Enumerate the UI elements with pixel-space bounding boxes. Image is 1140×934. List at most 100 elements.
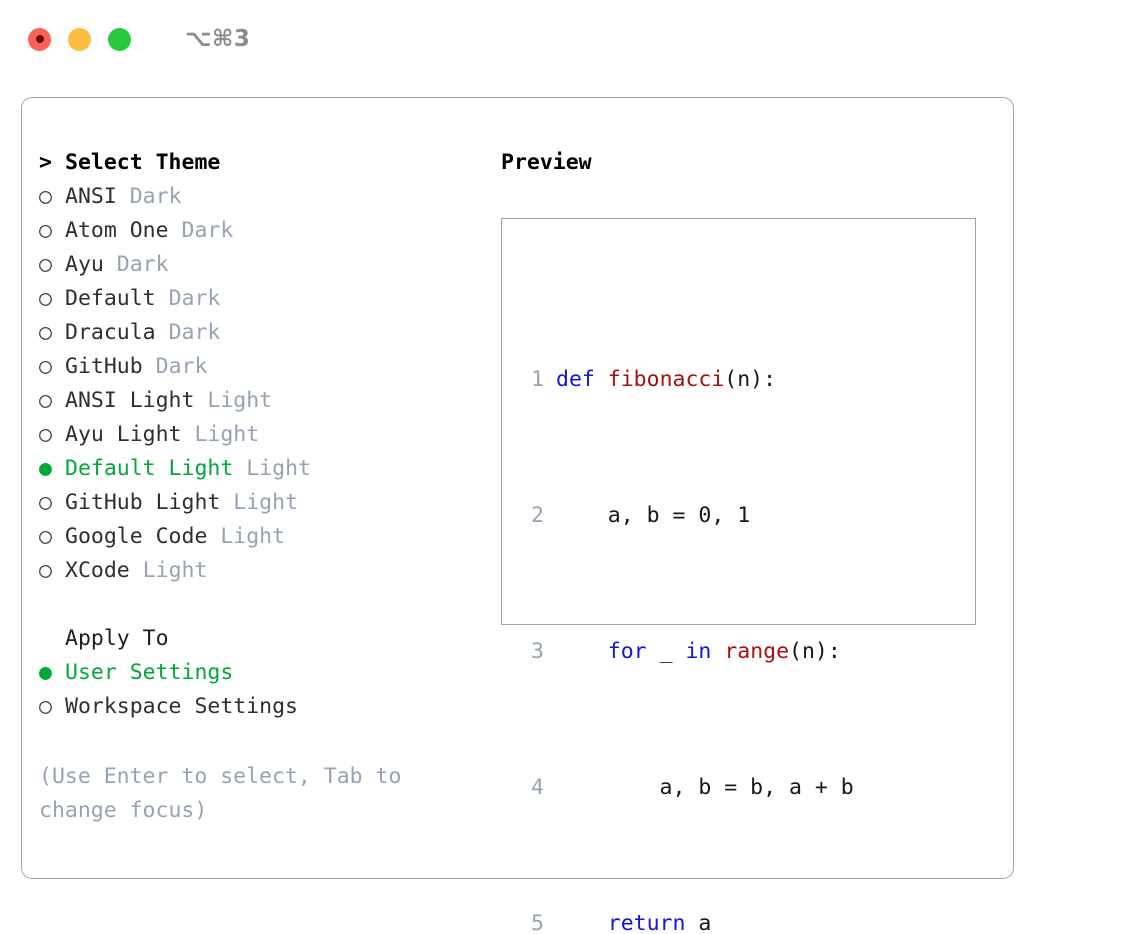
radio-unselected-icon[interactable]: ○ [39, 320, 52, 345]
theme-mode-badge: Light [220, 524, 286, 549]
theme-selection-column: > Select Theme ○ ANSI Dark ○ Atom One Dark … [39, 146, 479, 724]
window-titlebar: ⌥⌘3 [0, 0, 1140, 78]
radio-selected-icon[interactable]: ● [39, 456, 52, 481]
theme-label: ANSI Light [65, 388, 195, 413]
radio-unselected-icon[interactable]: ○ [39, 694, 52, 719]
radio-unselected-icon[interactable]: ○ [39, 286, 52, 311]
theme-item-ansi-light[interactable]: ○ ANSI Light Light [39, 384, 479, 418]
theme-item-xcode[interactable]: ○ XCode Light [39, 554, 479, 588]
code-token: in [685, 639, 712, 664]
theme-label: GitHub Light [65, 490, 221, 515]
apply-to-item-workspace-settings[interactable]: ○ Workspace Settings [39, 690, 479, 724]
code-token: (n): [789, 639, 841, 664]
radio-unselected-icon[interactable]: ○ [39, 490, 52, 515]
code-line: 4 a, b = b, a + b [518, 771, 880, 805]
radio-selected-icon[interactable]: ● [39, 660, 52, 685]
radio-unselected-icon[interactable]: ○ [39, 524, 52, 549]
code-token: fibonacci [607, 367, 725, 392]
code-token [556, 911, 608, 934]
apply-to-label: Workspace Settings [65, 694, 298, 719]
maximize-button[interactable] [108, 27, 131, 51]
keyboard-hint-text: (Use Enter to select, Tab to change focu… [39, 764, 402, 823]
line-number: 2 [531, 503, 544, 528]
line-number: 5 [531, 911, 544, 934]
code-token: a, b = b, a + b [556, 775, 854, 800]
theme-label: Atom One [65, 218, 169, 243]
code-token: _ [646, 639, 686, 664]
line-number: 1 [531, 367, 544, 392]
list-spacer [39, 588, 479, 622]
theme-item-atom-one-dark[interactable]: ○ Atom One Dark [39, 214, 479, 248]
theme-item-dracula-dark[interactable]: ○ Dracula Dark [39, 316, 479, 350]
code-token: return [607, 911, 686, 934]
apply-to-header-label: Apply To [65, 626, 169, 651]
preview-title: Preview [501, 150, 592, 175]
radio-unselected-icon[interactable]: ○ [39, 252, 52, 277]
code-token: def [556, 367, 595, 392]
code-token [595, 367, 608, 392]
theme-label: Default [65, 286, 156, 311]
code-token: a [685, 911, 712, 934]
theme-item-default-light[interactable]: ● Default Light Light [39, 452, 479, 486]
theme-mode-badge: Light [142, 558, 208, 583]
radio-unselected-icon[interactable]: ○ [39, 218, 52, 243]
code-line: 1 def fibonacci(n): [518, 363, 880, 397]
theme-mode-badge: Dark [168, 320, 221, 345]
theme-mode-badge: Dark [116, 252, 169, 277]
main-panel: > Select Theme ○ ANSI Dark ○ Atom One Dark … [21, 97, 1014, 934]
code-token: for [607, 639, 647, 664]
select-theme-header-label: Select Theme [65, 150, 221, 175]
theme-mode-badge: Light [207, 388, 273, 413]
keyboard-shortcut-label: ⌥⌘3 [185, 26, 251, 52]
code-token: a, b = 0, 1 [556, 503, 751, 528]
theme-mode-badge: Dark [155, 354, 208, 379]
radio-unselected-icon[interactable]: ○ [39, 184, 52, 209]
theme-label: ANSI [65, 184, 117, 209]
apply-to-header: ○Apply To [39, 622, 479, 656]
theme-item-default-dark[interactable]: ○ Default Dark [39, 282, 479, 316]
code-token: range [724, 639, 790, 664]
traffic-lights [28, 27, 131, 51]
close-button[interactable] [28, 27, 51, 51]
theme-label: Default Light [65, 456, 234, 481]
apply-to-group: ○Apply To ●User Settings ○Workspace Sett… [39, 622, 479, 724]
theme-item-github-dark[interactable]: ○ GitHub Dark [39, 350, 479, 384]
theme-mode-badge: Dark [168, 286, 221, 311]
radio-unselected-icon[interactable]: ○ [39, 354, 52, 379]
code-line: 5 return a [518, 907, 880, 934]
apply-to-item-user-settings[interactable]: ● User Settings [39, 656, 479, 690]
apply-to-header-indent: ○ [39, 622, 65, 656]
code-token [556, 639, 608, 664]
theme-label: XCode [65, 558, 130, 583]
code-token: (n): [724, 367, 777, 392]
theme-mode-badge: Light [194, 422, 260, 447]
theme-item-ansi-dark[interactable]: ○ ANSI Dark [39, 180, 479, 214]
minimize-button[interactable] [68, 27, 91, 51]
line-number: 3 [531, 639, 544, 664]
theme-mode-badge: Dark [181, 218, 234, 243]
prompt-caret-icon: > [39, 150, 52, 175]
line-number: 4 [531, 775, 544, 800]
select-theme-header: > Select Theme [39, 146, 479, 180]
theme-item-ayu-light[interactable]: ○ Ayu Light Light [39, 418, 479, 452]
theme-label: Dracula [65, 320, 156, 345]
radio-unselected-icon[interactable]: ○ [39, 388, 52, 413]
code-line: 2 a, b = 0, 1 [518, 499, 880, 533]
theme-label: Ayu Light [65, 422, 182, 447]
theme-label: Google Code [65, 524, 208, 549]
radio-unselected-icon[interactable]: ○ [39, 558, 52, 583]
theme-label: Ayu [65, 252, 104, 277]
theme-item-github-light[interactable]: ○GitHub Light Light [39, 486, 479, 520]
theme-item-google-code[interactable]: ○ Google Code Light [39, 520, 479, 554]
apply-to-label: User Settings [65, 660, 234, 685]
theme-mode-badge: Dark [129, 184, 182, 209]
theme-list: ○ ANSI Dark ○ Atom One Dark ○ Ayu Dark ○ Def… [39, 180, 479, 588]
code-token [711, 639, 724, 664]
theme-item-ayu-dark[interactable]: ○ Ayu Dark [39, 248, 479, 282]
theme-mode-badge: Light [246, 456, 311, 481]
radio-unselected-icon[interactable]: ○ [39, 422, 52, 447]
theme-label: GitHub [65, 354, 143, 379]
